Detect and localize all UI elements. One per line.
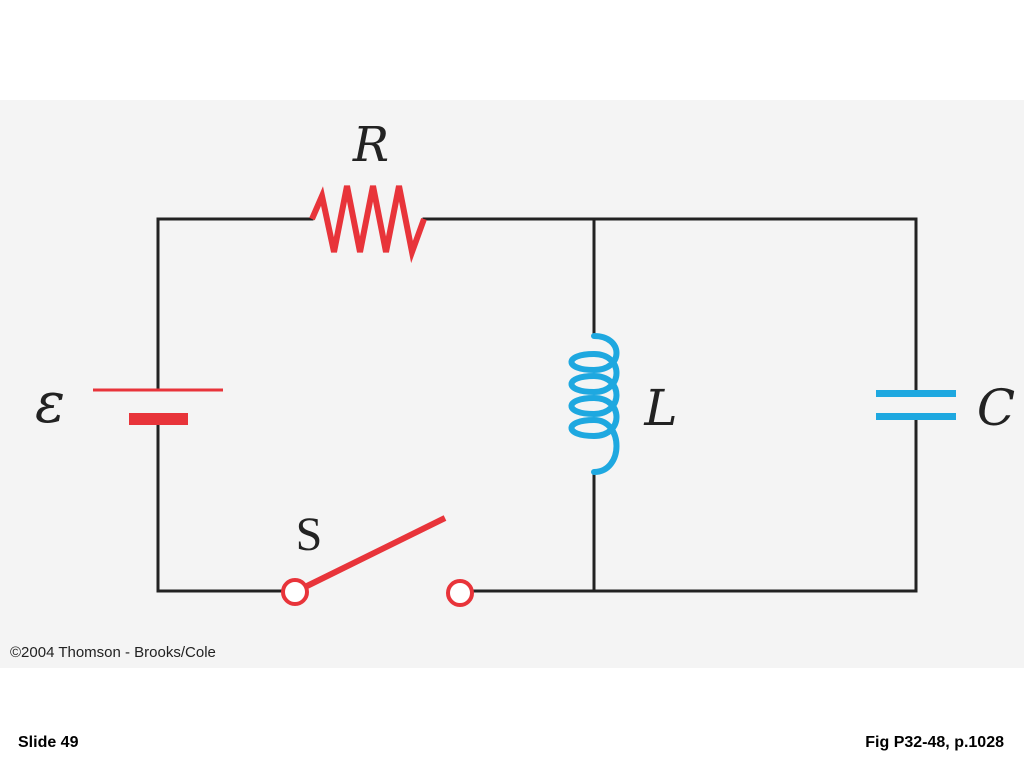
capacitor-label: C xyxy=(977,379,1015,437)
battery-icon xyxy=(93,388,223,425)
circuit-wires xyxy=(156,217,918,593)
inductor-label: L xyxy=(643,379,677,437)
inductor-icon xyxy=(568,333,620,475)
slide-number: Slide 49 xyxy=(18,734,79,751)
emf-label: ε xyxy=(35,371,65,436)
switch-label: S xyxy=(296,508,323,561)
figure-reference: Fig P32-48, p.1028 xyxy=(865,734,1004,751)
resistor-icon xyxy=(309,185,427,264)
capacitor-icon xyxy=(876,390,956,420)
copyright-notice: ©2004 Thomson - Brooks/Cole xyxy=(10,644,216,661)
resistor-label: R xyxy=(352,117,389,173)
figure-background xyxy=(0,100,1024,668)
switch-icon xyxy=(281,515,474,607)
